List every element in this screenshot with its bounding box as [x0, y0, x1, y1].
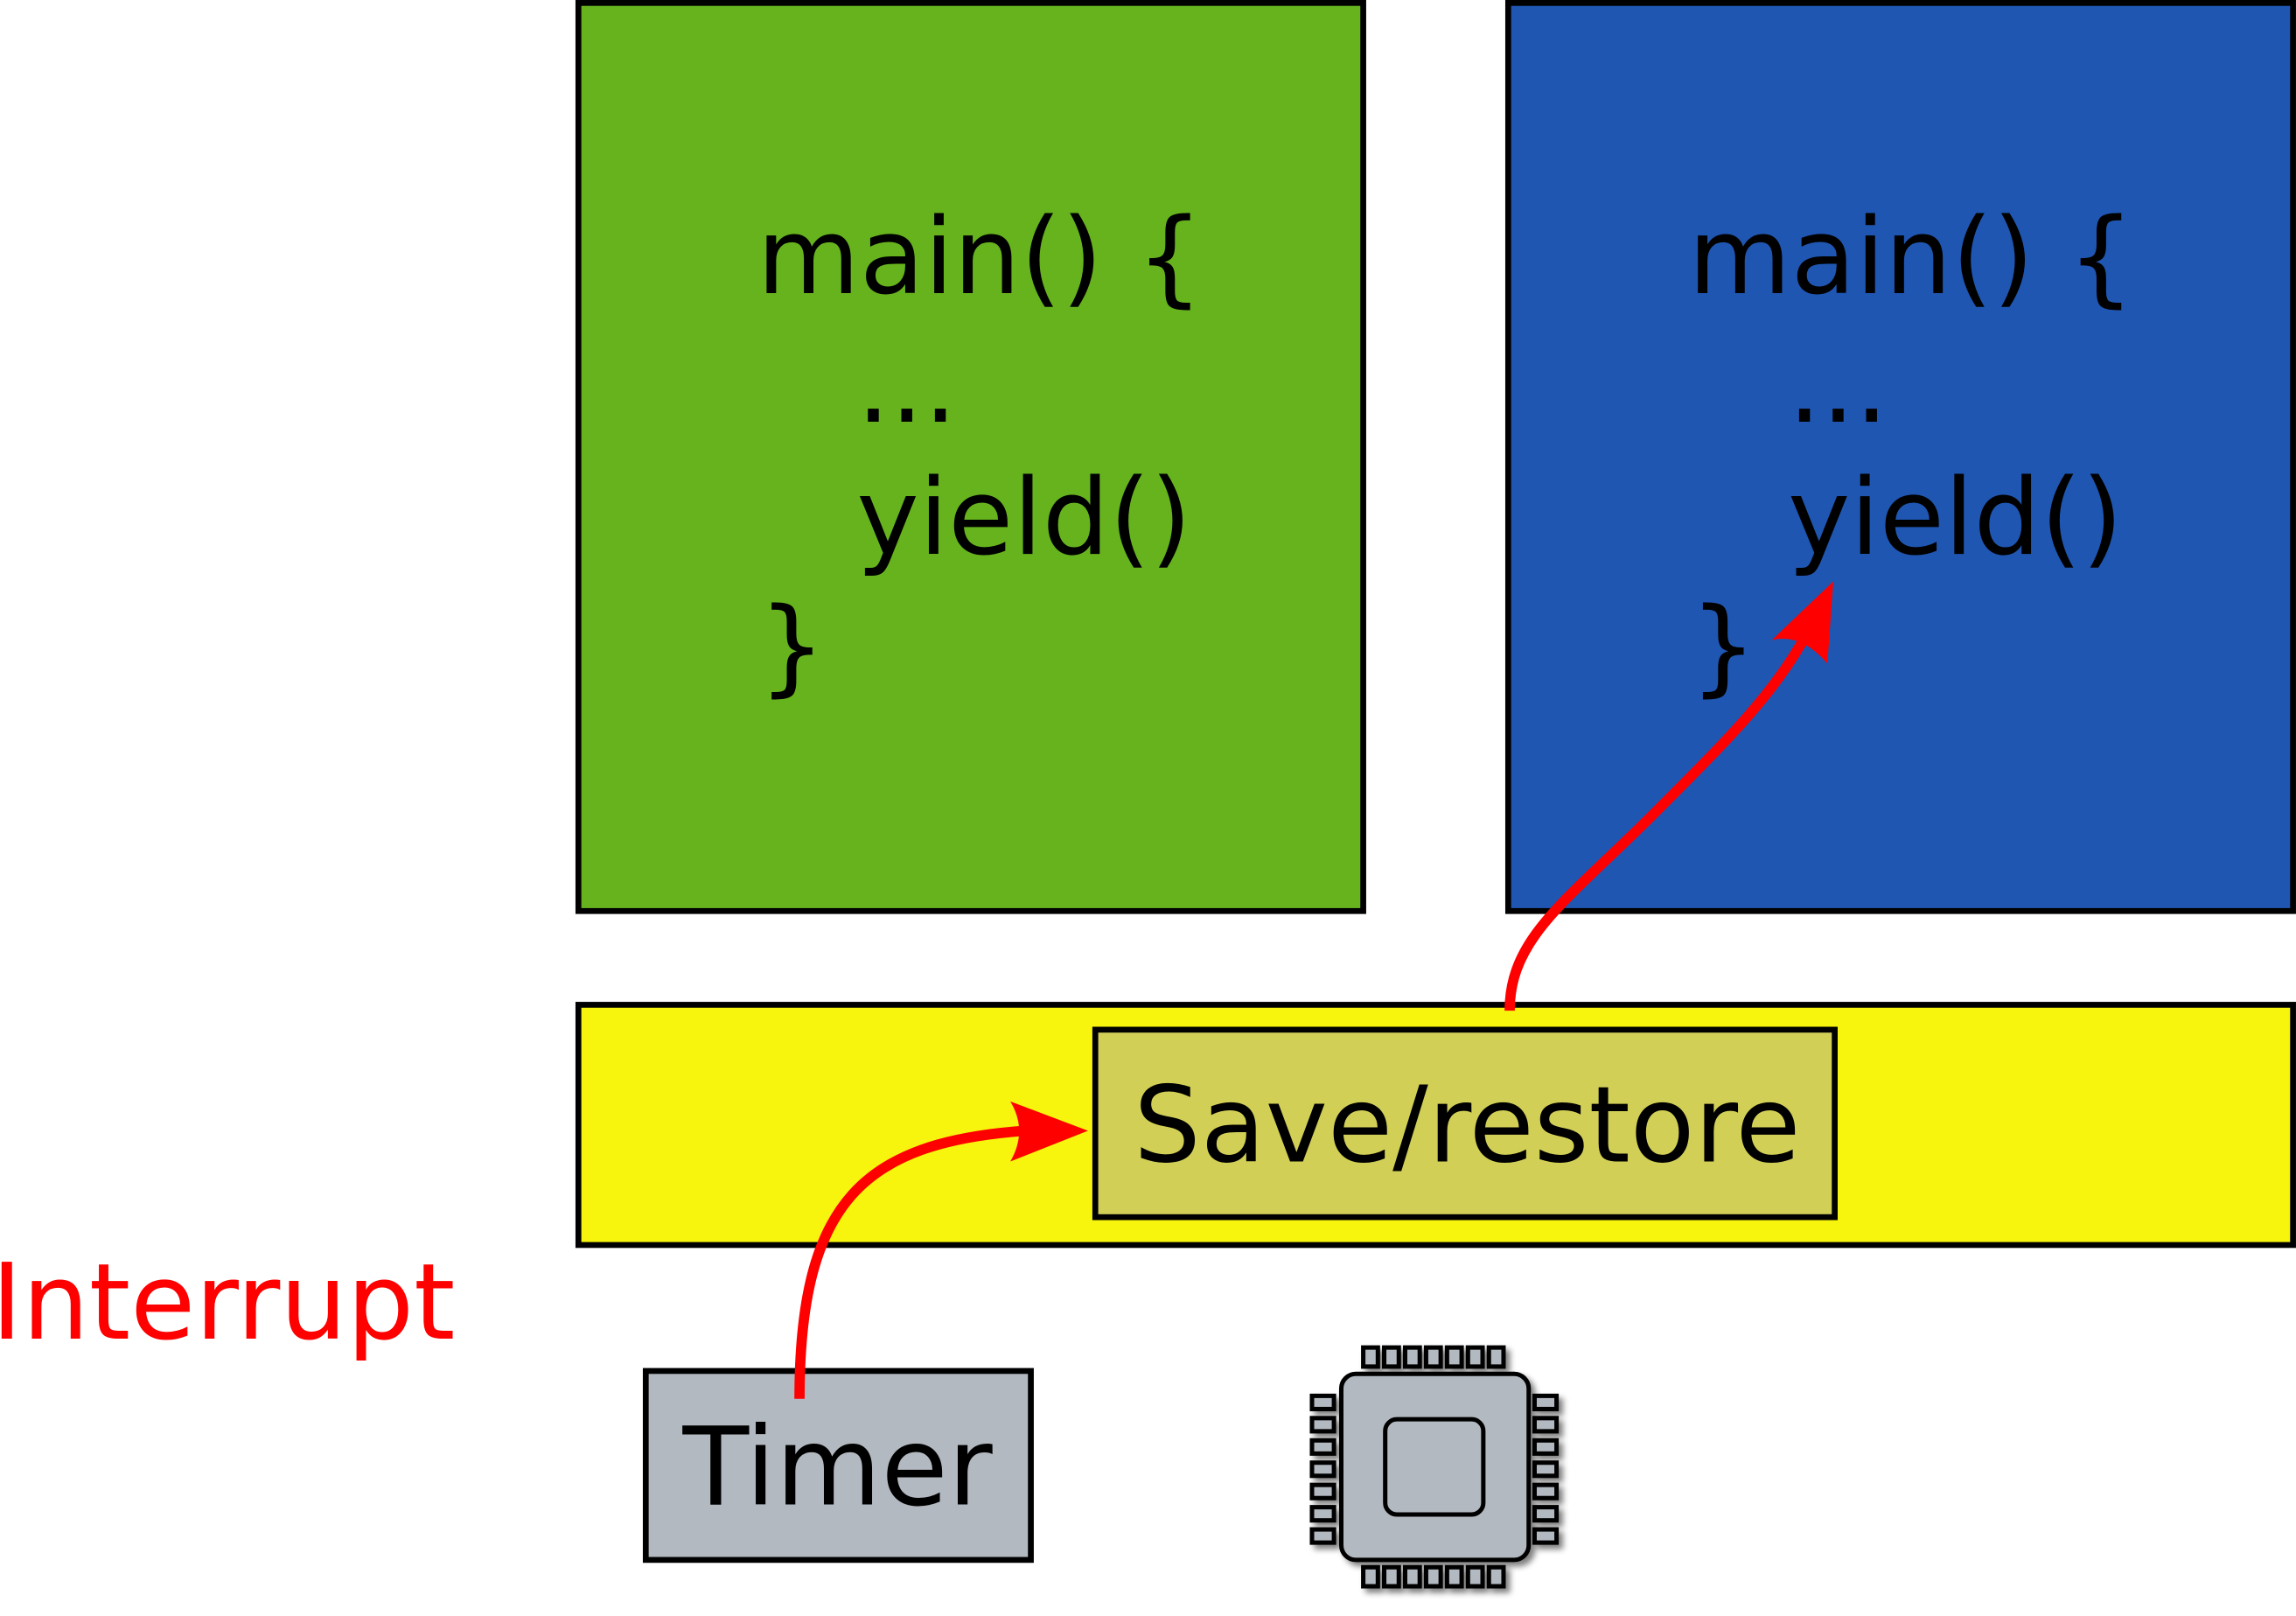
code-line: main() { — [1688, 196, 2134, 318]
code-line: main() { — [757, 196, 1204, 318]
code-line: ... — [856, 325, 957, 447]
chip-pin — [1402, 1564, 1422, 1589]
kernel-bar: Save/restore — [575, 1002, 2296, 1249]
chip-pin — [1532, 1482, 1560, 1501]
cpu-chip-icon — [1309, 1345, 1560, 1589]
code-line: yield() — [856, 457, 1191, 579]
chip-pin — [1444, 1345, 1464, 1369]
interrupt-arrow — [794, 1101, 1088, 1399]
chip-pin — [1423, 1564, 1443, 1589]
save-restore-box — [1092, 1026, 1838, 1221]
save-restore-label: Save/restore — [1134, 1065, 1800, 1187]
chip-pin — [1309, 1527, 1336, 1545]
chip-pin — [1532, 1393, 1560, 1411]
chip-pin — [1532, 1460, 1560, 1479]
chip-pin — [1532, 1416, 1560, 1434]
code-line: } — [1690, 585, 1757, 708]
chip-pin — [1423, 1345, 1443, 1369]
chip-pin — [1486, 1564, 1506, 1589]
chip-pin — [1309, 1416, 1336, 1434]
arrow-line — [794, 1125, 1026, 1399]
chip-pin — [1465, 1564, 1485, 1589]
arrow-head — [1010, 1101, 1088, 1162]
timer-label: Timer — [682, 1404, 993, 1530]
arrow-head — [1771, 581, 1833, 664]
arrow-line — [1504, 619, 1818, 1011]
chip-pin — [1532, 1438, 1560, 1456]
chip-pin — [1402, 1345, 1422, 1369]
chip-pin — [1361, 1345, 1380, 1369]
code-line: } — [758, 585, 826, 708]
chip-pin — [1309, 1482, 1336, 1501]
chip-pin — [1309, 1438, 1336, 1456]
task-right: main() { ... yield() } — [1504, 0, 2296, 914]
code-line: yield() — [1788, 457, 2123, 579]
timer-box — [642, 1368, 1034, 1564]
chip-pin — [1444, 1564, 1464, 1589]
chip-pin — [1382, 1345, 1401, 1369]
chip-pin — [1309, 1505, 1336, 1523]
interrupt-label: Interrupt — [0, 1242, 455, 1364]
chip-pin — [1309, 1460, 1336, 1479]
chip-pin — [1532, 1527, 1560, 1545]
code-line: ... — [1788, 325, 1888, 447]
resume-arrow — [1504, 581, 1833, 1011]
chip-pin — [1361, 1564, 1380, 1589]
chip-pin — [1309, 1393, 1336, 1411]
task-left: main() { ... yield() } — [575, 0, 1366, 914]
chip-pin — [1465, 1345, 1485, 1369]
chip-die — [1383, 1417, 1486, 1517]
timer: Timer — [642, 1368, 1034, 1564]
chip-pin — [1486, 1345, 1506, 1369]
chip-pin — [1382, 1564, 1401, 1589]
chip-pin — [1532, 1505, 1560, 1523]
task-left-box — [575, 0, 1366, 914]
task-right-box — [1504, 0, 2296, 914]
